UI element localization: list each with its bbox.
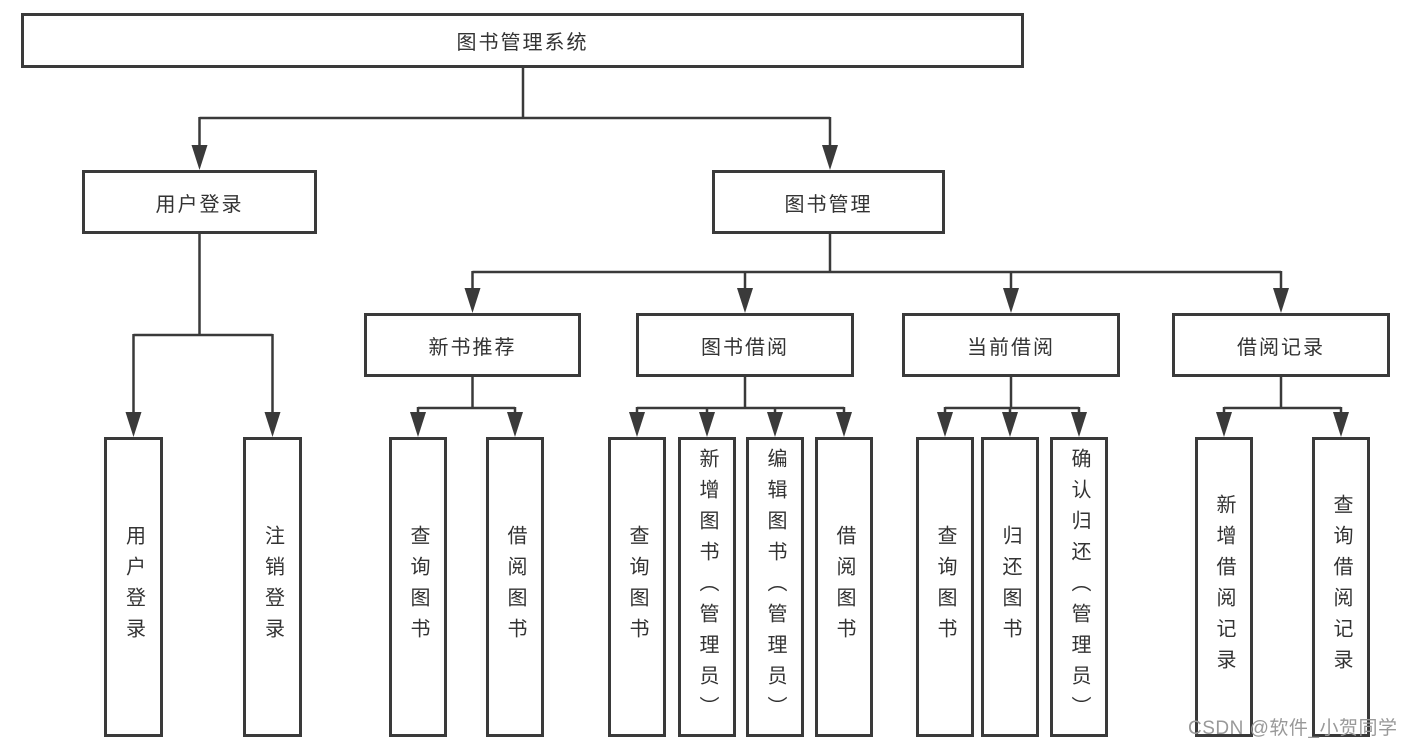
leaf-query-books-3: 查询图书: [916, 437, 974, 737]
leaf-add-borrow-record-label: 新增借阅记录: [1213, 494, 1235, 680]
leaf-return-books: 归还图书: [981, 437, 1039, 737]
node-book-management: 图书管理: [712, 170, 945, 234]
node-borrow-records: 借阅记录: [1172, 313, 1390, 377]
leaf-borrow-books-2-label: 借阅图书: [833, 525, 855, 649]
leaf-edit-books-admin-label: 编辑图书（管理员）: [764, 447, 786, 727]
leaf-add-books-admin: 新增图书（管理员）: [678, 437, 736, 737]
node-user-login: 用户登录: [82, 170, 317, 234]
leaf-user-login-label: 用户登录: [122, 525, 145, 649]
leaf-edit-books-admin: 编辑图书（管理员）: [746, 437, 804, 737]
leaf-query-borrow-record-label: 查询借阅记录: [1330, 494, 1352, 680]
leaf-query-books-1: 查询图书: [389, 437, 447, 737]
node-user-login-label: 用户登录: [155, 193, 244, 216]
node-new-book-recommend: 新书推荐: [364, 313, 581, 377]
leaf-confirm-return-admin: 确认归还（管理员）: [1050, 437, 1108, 737]
leaf-logout-label: 注销登录: [261, 525, 284, 649]
leaf-query-books-1-label: 查询图书: [407, 525, 429, 649]
connector-book-mgmt-to-level3: [464, 234, 1289, 313]
leaf-query-books-3-label: 查询图书: [934, 525, 956, 649]
leaf-add-borrow-record: 新增借阅记录: [1195, 437, 1253, 737]
node-book-borrow-label: 图书借阅: [701, 336, 789, 359]
leaf-borrow-books-2: 借阅图书: [815, 437, 873, 737]
node-root-label: 图书管理系统: [456, 32, 589, 54]
leaf-logout: 注销登录: [243, 437, 302, 737]
node-root: 图书管理系统: [21, 13, 1024, 68]
node-book-management-label: 图书管理: [784, 193, 873, 216]
leaf-borrow-books-1: 借阅图书: [486, 437, 544, 737]
leaf-query-borrow-record: 查询借阅记录: [1312, 437, 1370, 737]
connector-root-to-level2: [191, 68, 838, 170]
leaf-add-books-admin-label: 新增图书（管理员）: [696, 447, 718, 727]
leaf-query-books-2: 查询图书: [608, 437, 666, 737]
connector-borrow-records-to-leaves: [1216, 377, 1349, 437]
leaf-borrow-books-1-label: 借阅图书: [504, 525, 526, 649]
connector-current-borrow-to-leaves: [937, 377, 1087, 437]
connector-book-borrow-to-leaves: [629, 377, 852, 437]
leaf-query-books-2-label: 查询图书: [626, 525, 648, 649]
node-new-book-recommend-label: 新书推荐: [428, 336, 517, 359]
leaf-confirm-return-admin-label: 确认归还（管理员）: [1068, 447, 1090, 727]
node-book-borrow: 图书借阅: [636, 313, 854, 377]
csdn-watermark: CSDN @软件_小贺同学: [1188, 718, 1398, 739]
connector-new-books-to-leaves: [410, 377, 523, 437]
node-current-borrow-label: 当前借阅: [967, 336, 1055, 359]
connector-user-login-to-leaves: [125, 234, 281, 437]
leaf-return-books-label: 归还图书: [999, 525, 1021, 649]
leaf-user-login: 用户登录: [104, 437, 163, 737]
node-current-borrow: 当前借阅: [902, 313, 1120, 377]
node-borrow-records-label: 借阅记录: [1237, 336, 1325, 359]
